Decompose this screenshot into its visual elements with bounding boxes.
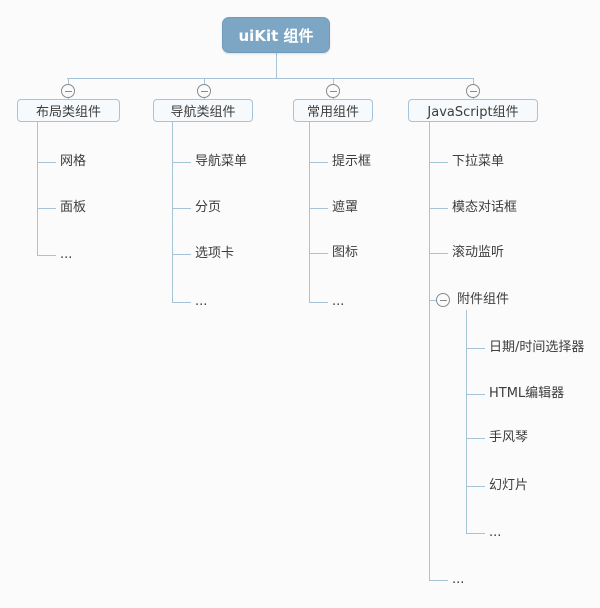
connector-stub [309,302,328,303]
leaf-node[interactable]: 滚动监听 [452,245,505,260]
connector-stub [466,533,485,534]
collapse-icon[interactable] [61,84,75,98]
collapse-icon[interactable] [436,293,450,307]
minus-glyph [329,90,337,92]
leaf-node-more[interactable]: ... [489,525,502,540]
leaf-node-more[interactable]: ... [195,294,208,309]
leaf-node[interactable]: 模态对话框 [452,200,518,215]
connector-stub [466,348,485,349]
branch-node-common[interactable]: 常用组件 [293,99,373,122]
branch-node-layout[interactable]: 布局类组件 [17,99,120,122]
subgroup-node-attachments[interactable]: 附件组件 [457,292,510,307]
leaf-node[interactable]: 图标 [332,245,359,260]
connector-stub [309,162,328,163]
collapse-icon[interactable] [326,84,340,98]
leaf-node-more[interactable]: ... [452,572,465,587]
connector-stub [466,394,485,395]
collapse-icon[interactable] [466,84,480,98]
connector-stub [466,486,485,487]
leaf-node-more[interactable]: ... [332,294,345,309]
connector-stub [37,255,56,256]
connector-stub [429,300,438,301]
connector-stub [172,302,191,303]
connector-stub [429,253,448,254]
minus-glyph [439,299,447,301]
leaf-node[interactable]: 下拉菜单 [452,154,505,169]
connector-trunk [67,78,474,79]
leaf-node[interactable]: 遮罩 [332,200,359,215]
connector-root-drop [276,53,277,78]
connector-trunk-attachments [466,310,467,533]
leaf-node[interactable]: HTML编辑器 [489,386,565,401]
connector-stub [172,208,191,209]
minus-glyph [469,90,477,92]
connector-stub [172,162,191,163]
leaf-node[interactable]: 幻灯片 [489,478,529,493]
connector-stub [309,253,328,254]
connector-stub [429,162,448,163]
connector-trunk-navigation [172,121,173,302]
leaf-node[interactable]: 分页 [195,200,222,215]
leaf-node[interactable]: 手风琴 [489,430,529,445]
root-node[interactable]: uiKit 组件 [222,17,330,53]
leaf-node[interactable]: 导航菜单 [195,154,248,169]
minus-glyph [64,90,72,92]
connector-trunk-layout [37,121,38,255]
connector-stub [429,580,448,581]
connector-stub [37,162,56,163]
connector-stub [172,254,191,255]
connector-stub [37,208,56,209]
connector-trunk-common [309,121,310,302]
branch-node-navigation[interactable]: 导航类组件 [153,99,253,122]
collapse-icon[interactable] [197,84,211,98]
leaf-node[interactable]: 选项卡 [195,246,235,261]
connector-stub [309,208,328,209]
leaf-node[interactable]: 面板 [60,200,87,215]
connector-stub [429,208,448,209]
connector-trunk-javascript [429,121,430,580]
leaf-node[interactable]: 日期/时间选择器 [489,340,585,355]
leaf-node[interactable]: 网格 [60,154,87,169]
leaf-node[interactable]: 提示框 [332,154,372,169]
leaf-node-more[interactable]: ... [60,247,73,262]
minus-glyph [200,90,208,92]
branch-node-javascript[interactable]: JavaScript组件 [408,99,538,122]
connector-stub [466,438,485,439]
